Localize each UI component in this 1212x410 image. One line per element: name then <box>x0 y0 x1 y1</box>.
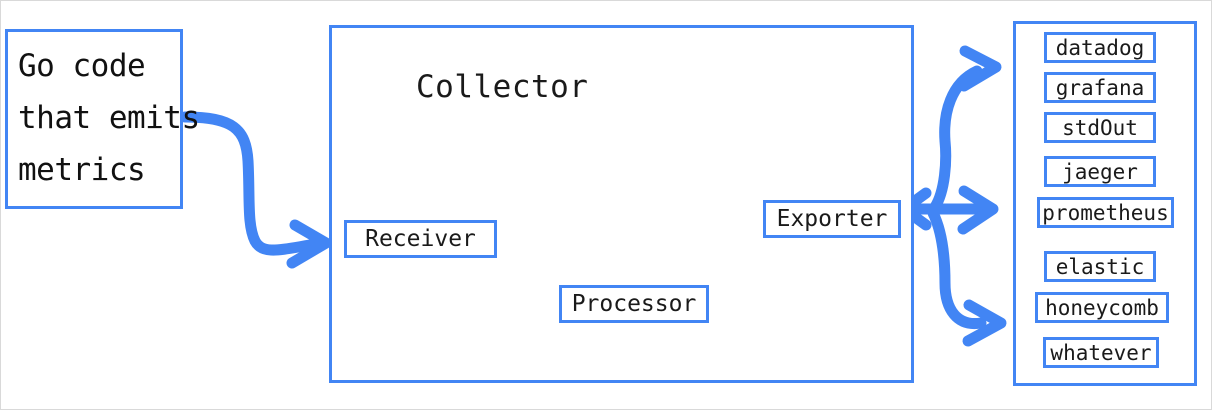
source-line-3: metrics <box>18 152 146 188</box>
exporter-node[interactable]: Exporter <box>763 200 901 238</box>
destination-elastic[interactable]: elastic <box>1044 251 1156 282</box>
processor-node[interactable]: Processor <box>559 285 709 323</box>
connector-fanout-middle <box>929 185 999 235</box>
destination-jaeger[interactable]: jaeger <box>1044 156 1156 187</box>
receiver-node[interactable]: Receiver <box>344 220 497 258</box>
destination-datadog[interactable]: datadog <box>1044 32 1156 63</box>
destination-grafana[interactable]: grafana <box>1044 72 1156 103</box>
source-line-1: Go code <box>18 48 146 84</box>
connector-fanout-bottom <box>927 207 1007 347</box>
destination-honeycomb[interactable]: honeycomb <box>1035 292 1169 323</box>
destination-prometheus[interactable]: prometheus <box>1037 197 1174 228</box>
source-line-2: that emits <box>18 100 200 136</box>
connector-source-to-receiver <box>179 111 332 269</box>
go-code-source-box: Go code that emits metrics <box>5 29 200 209</box>
connector-fanout-top <box>929 45 1002 213</box>
collector-title: Collector <box>416 69 589 105</box>
destination-stdout[interactable]: stdOut <box>1044 112 1156 143</box>
destination-whatever[interactable]: whatever <box>1043 337 1159 368</box>
